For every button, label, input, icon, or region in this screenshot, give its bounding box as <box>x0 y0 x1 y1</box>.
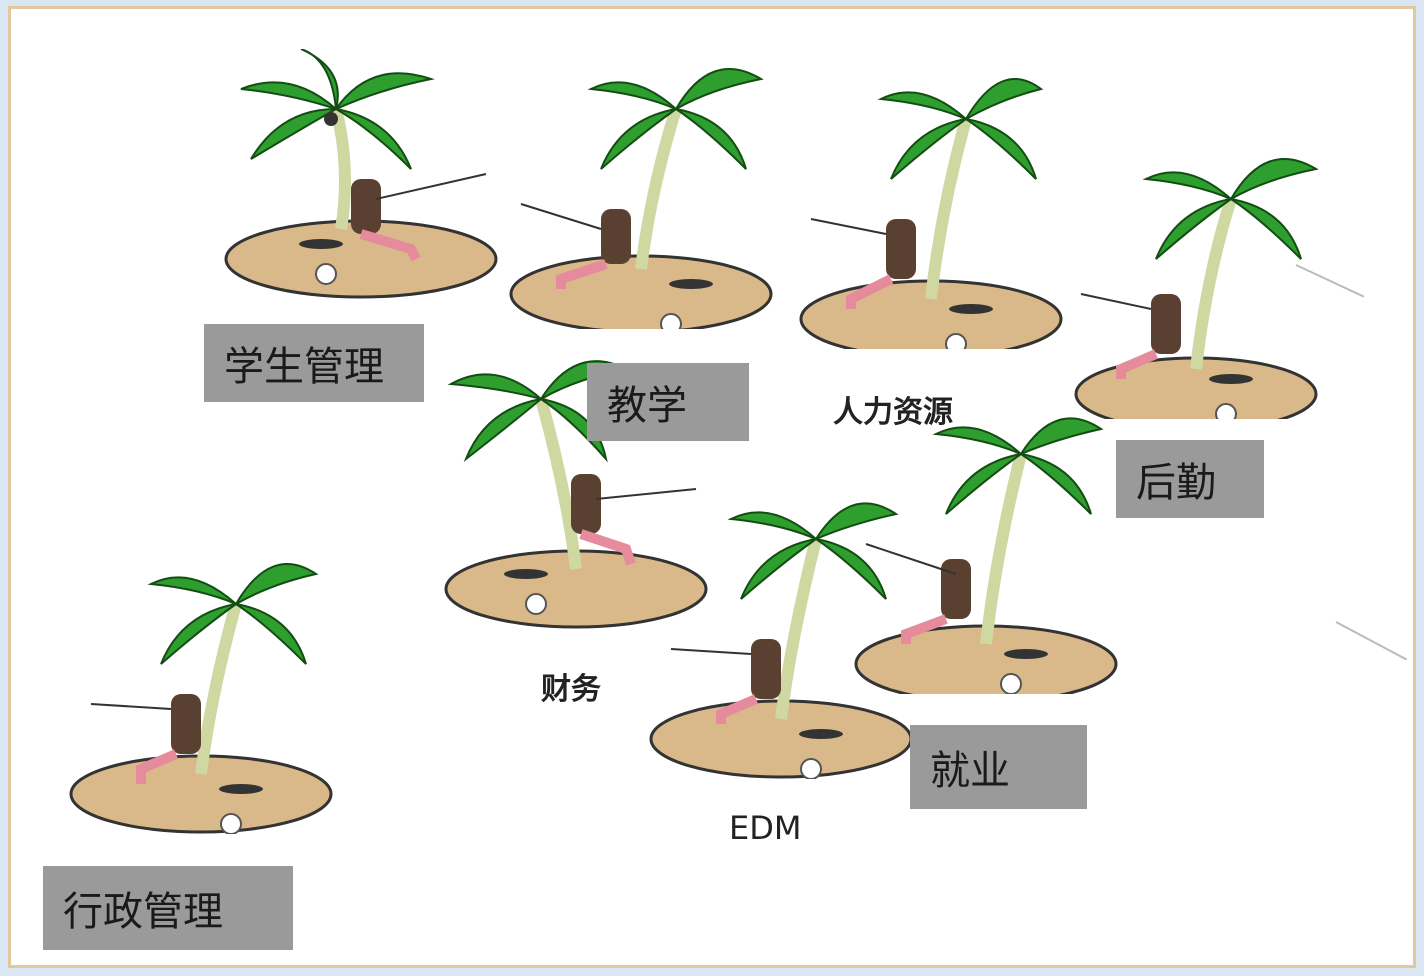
label-administration: 行政管理 <box>43 866 293 950</box>
label-text: 教学 <box>607 383 687 429</box>
label-edm: EDM <box>729 809 802 847</box>
fishing-line-stroke <box>1335 621 1408 661</box>
island-logistics-icon <box>1066 129 1376 419</box>
label-teaching: 教学 <box>587 363 749 441</box>
island-teaching-icon <box>491 39 801 329</box>
slide-canvas: 学生管理 教学 人力资源 后勤 财务 就业 EDM 行政管理 <box>8 6 1416 968</box>
label-logistics: 后勤 <box>1116 440 1264 518</box>
label-human-resources: 人力资源 <box>833 395 953 430</box>
label-text: 就业 <box>930 748 1010 794</box>
label-text: 后勤 <box>1136 460 1216 506</box>
label-finance: 财务 <box>541 672 601 707</box>
label-text: 行政管理 <box>63 889 223 935</box>
label-employment: 就业 <box>910 725 1087 809</box>
label-student-management: 学生管理 <box>204 324 424 402</box>
island-edm-icon <box>641 489 951 779</box>
label-text: 学生管理 <box>224 344 384 390</box>
island-employment-icon <box>836 404 1146 694</box>
island-human-resources-icon <box>781 59 1091 349</box>
island-administration-icon <box>51 544 361 834</box>
island-student-management-icon <box>201 49 511 339</box>
